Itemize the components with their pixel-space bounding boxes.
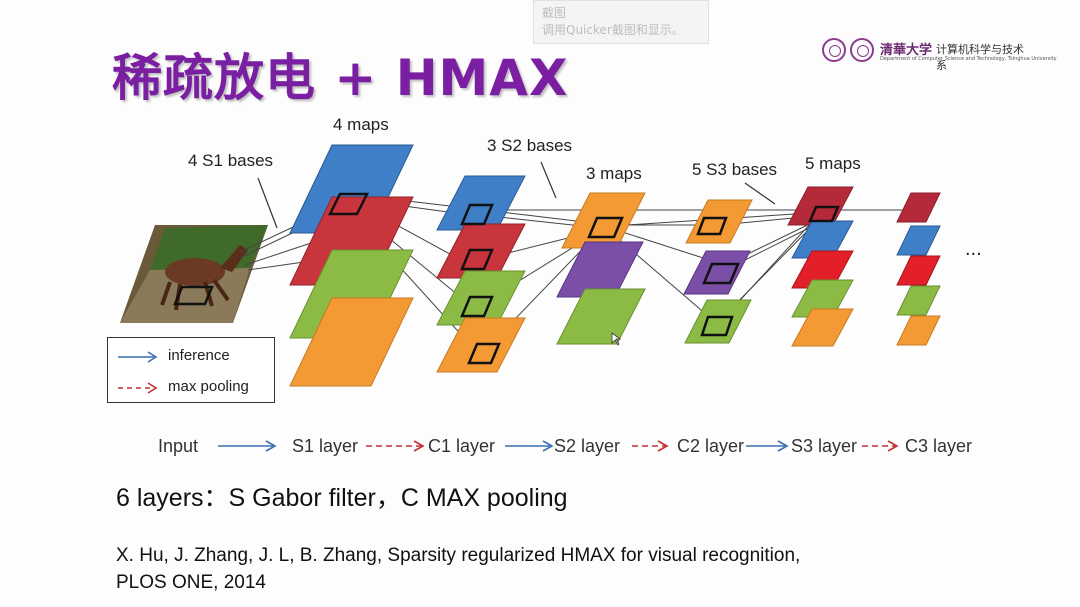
c2-map-purple — [683, 250, 751, 295]
label-4maps: 4 maps — [333, 115, 389, 134]
label-s3-bases: 5 S3 bases — [692, 160, 778, 179]
flow-s3: S3 layer — [791, 436, 858, 456]
label-3maps: 3 maps — [586, 164, 642, 183]
flow-s1: S1 layer — [292, 436, 359, 456]
c2-map-green — [684, 299, 752, 344]
receptive-field — [467, 342, 501, 365]
receptive-field — [460, 203, 494, 226]
c3-map-green — [896, 285, 941, 316]
receptive-field — [702, 262, 740, 285]
flow-input: Input — [158, 436, 199, 456]
label-s2-bases: 3 S2 bases — [487, 136, 573, 155]
university-name: 清華大学 — [880, 43, 933, 58]
c1-layer — [436, 175, 526, 373]
summary-text: 6 layers：S Gabor filter，C MAX pooling — [116, 484, 568, 512]
cursor-icon — [611, 332, 622, 346]
receptive-field — [808, 205, 840, 223]
solid-arrow-icon — [505, 440, 554, 452]
legend: inference max pooling — [107, 337, 275, 403]
citation-line2: PLOS ONE, 2014 — [116, 572, 266, 593]
s1-layer — [289, 144, 414, 387]
label-s1-bases: 4 S1 bases — [188, 151, 274, 170]
seal-icon — [850, 38, 874, 62]
citation-line1: X. Hu, J. Zhang, J. L, B. Zhang, Sparsit… — [116, 545, 801, 566]
callout-lines — [257, 161, 776, 229]
dashed-arrow-icon — [118, 382, 158, 394]
university-logo: 清華大学 计算机科学与技术系 Department of Computer Sc… — [822, 36, 1057, 72]
s3-map-orange — [791, 308, 854, 347]
dashed-arrow-icon — [862, 440, 899, 452]
flow-c2: C2 layer — [677, 436, 745, 456]
receptive-field — [587, 216, 624, 239]
tooltip-title: 截图 — [542, 6, 567, 20]
c3-map-orange — [896, 315, 941, 346]
legend-inference: inference — [118, 347, 268, 367]
solid-arrow-icon — [746, 440, 789, 452]
solid-arrow-icon — [118, 351, 158, 363]
c3-map-darkred — [896, 192, 941, 223]
receptive-field — [700, 315, 734, 337]
citation: X. Hu, J. Zhang, J. L, B. Zhang, Sparsit… — [116, 542, 800, 596]
ellipsis: ... — [965, 238, 982, 260]
receptive-field — [460, 295, 494, 318]
flow-c1: C1 layer — [428, 436, 496, 456]
receptive-field — [696, 216, 728, 236]
legend-max-pooling: max pooling — [118, 378, 268, 398]
receptive-field — [327, 192, 370, 216]
flow-c3: C3 layer — [905, 436, 973, 456]
horse-shape — [165, 258, 225, 286]
slide-title: 稀疏放电 + HMAX — [112, 49, 569, 107]
s3-layer — [787, 186, 854, 347]
department-name: 计算机科学与技术系 — [936, 43, 1024, 72]
c3-layer — [896, 192, 941, 346]
dashed-arrow-icon — [632, 440, 669, 452]
layer-flow: Input S1 layer C1 layer S2 layer C2 laye… — [0, 436, 1080, 458]
s2-layer — [556, 192, 646, 345]
label-5maps: 5 maps — [805, 154, 861, 173]
receptive-field — [460, 248, 494, 271]
flow-s2: S2 layer — [554, 436, 621, 456]
input-image — [120, 225, 268, 323]
c3-map-blue — [896, 225, 941, 256]
tooltip-text: 调用Quicker截图和显示。 — [542, 23, 684, 37]
c1-map-blue — [436, 175, 526, 231]
department-subtitle: Department of Computer Science and Techn… — [880, 56, 1057, 62]
c3-map-brightred — [896, 255, 941, 286]
legend-inference-label: inference — [168, 347, 230, 364]
screenshot-tooltip: 截图 调用Quicker截图和显示。 — [533, 0, 709, 44]
dashed-arrow-icon — [366, 440, 425, 452]
legend-max-pooling-label: max pooling — [168, 378, 249, 395]
s1-map-orange — [289, 297, 414, 387]
solid-arrow-icon — [218, 440, 277, 452]
c2-map-orange — [685, 199, 753, 244]
seal-icon — [822, 38, 846, 62]
c2-layer — [683, 199, 753, 344]
